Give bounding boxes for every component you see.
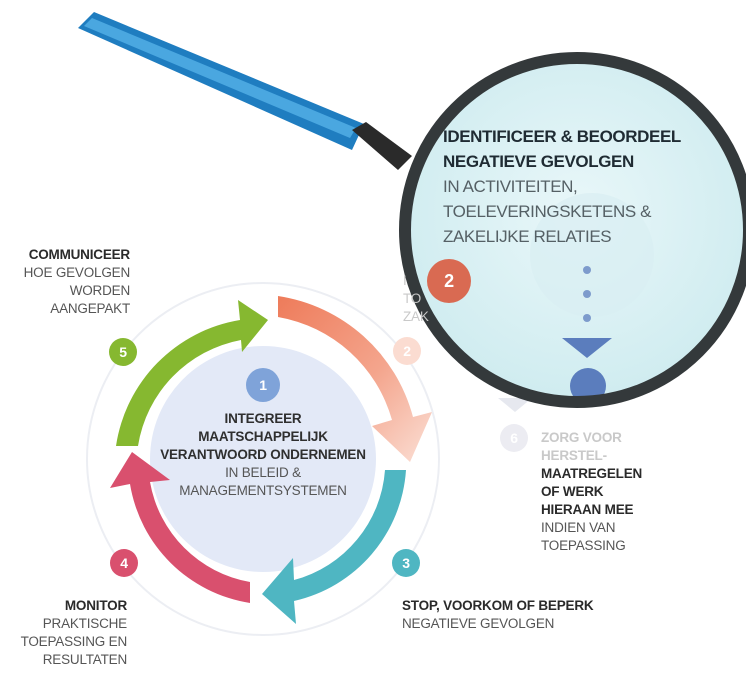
step2-badge-circle <box>393 337 421 365</box>
step6-sub-line: INDIEN VAN <box>541 520 616 535</box>
step1-sub-line: MANAGEMENTSYSTEMEN <box>179 483 347 498</box>
step5-arrow <box>116 300 268 446</box>
step5-sub-line: AANGEPAKT <box>50 301 130 316</box>
magnifier-sub-line: IN ACTIVITEITEN, <box>443 177 578 196</box>
magnifier-title-line: NEGATIEVE GEVOLGEN <box>443 152 634 171</box>
step5-badge-circle <box>109 338 137 366</box>
magnifier-text: IDENTIFICEER & BEOORDEEL NEGATIEVE GEVOL… <box>443 124 733 249</box>
magnifier-handle <box>78 12 412 170</box>
step1-sub-line: IN BELEID & <box>225 465 301 480</box>
behind-lens-fragments: I TO ZAK <box>403 272 443 326</box>
step2-number: 2 <box>403 343 411 359</box>
step5-number: 5 <box>119 344 127 360</box>
step1-title-line: VERANTWOORD ONDERNEMEN <box>160 447 366 462</box>
step3-badge-circle <box>392 549 420 577</box>
step5-title: COMMUNICEER <box>28 247 131 262</box>
step2-arrow <box>278 296 432 462</box>
fragment-line: ZAK <box>403 309 429 324</box>
magnifier-step-number: 2 <box>444 271 454 291</box>
step6-title-line: MAATREGELEN <box>541 466 643 481</box>
step4-sub-line: PRAKTISCHE <box>42 616 127 631</box>
step5-sub-line: WORDEN <box>69 283 130 298</box>
step1-label: INTEGREER MAATSCHAPPELIJK VERANTWOORD ON… <box>148 410 378 500</box>
step6-label: ZORG VOOR HERSTEL- MAATREGELEN OF WERK H… <box>541 429 691 555</box>
lens-dot-2 <box>583 290 591 298</box>
step6-title-line: HERSTEL- <box>541 448 607 463</box>
magnifier-title-line: IDENTIFICEER & BEOORDEEL <box>443 127 681 146</box>
step3-sub-line: NEGATIEVE GEVOLGEN <box>402 616 555 631</box>
step5-sub-line: HOE GEVOLGEN <box>23 265 131 280</box>
step6-badge-circle <box>500 424 528 452</box>
fragment-line: TO <box>403 291 422 306</box>
lens-inner-highlight <box>530 193 654 317</box>
fragment-line: I <box>403 273 407 288</box>
step5-label: COMMUNICEER HOE GEVOLGEN WORDEN AANGEPAK… <box>0 246 131 318</box>
step4-title: MONITOR <box>64 598 127 613</box>
step4-badge-circle <box>110 549 138 577</box>
step3-title: STOP, VOORKOM OF BEPERK <box>402 598 594 613</box>
step6-title-line: HIERAAN MEE <box>541 502 634 517</box>
step3-number: 3 <box>402 555 410 571</box>
step6-title-line: ZORG VOOR <box>541 430 622 445</box>
step1-badge-circle <box>246 368 280 402</box>
step1-title-line: INTEGREER <box>224 411 302 426</box>
lens-down-arrow <box>562 338 612 358</box>
step6-title-line: OF WERK <box>541 484 604 499</box>
magnifier-sub-line: ZAKELIJKE RELATIES <box>443 227 612 246</box>
step3-label: STOP, VOORKOM OF BEPERK NEGATIEVE GEVOLG… <box>402 597 642 633</box>
step4-label: MONITOR PRAKTISCHE TOEPASSING EN RESULTA… <box>0 597 128 669</box>
step6-sub-line: TOEPASSING <box>541 538 626 553</box>
step1-title-line: MAATSCHAPPELIJK <box>198 429 328 444</box>
lens-step2-badge-circle <box>427 259 471 303</box>
step1-number: 1 <box>259 377 267 393</box>
lens-dot-3 <box>583 314 591 322</box>
lens-rim <box>399 52 746 408</box>
step6-number: 6 <box>510 430 518 446</box>
down-arrow-faded <box>498 398 532 412</box>
step4-number: 4 <box>120 555 128 571</box>
step4-sub-line: RESULTATEN <box>42 652 127 667</box>
magnifier-sub-line: TOELEVERINGSKETENS & <box>443 202 652 221</box>
step4-sub-line: TOEPASSING EN <box>20 634 128 649</box>
step3-arrow <box>262 470 406 624</box>
lens-dot-1 <box>583 266 591 274</box>
center-disc <box>150 346 376 572</box>
step4-arrow <box>110 452 250 603</box>
